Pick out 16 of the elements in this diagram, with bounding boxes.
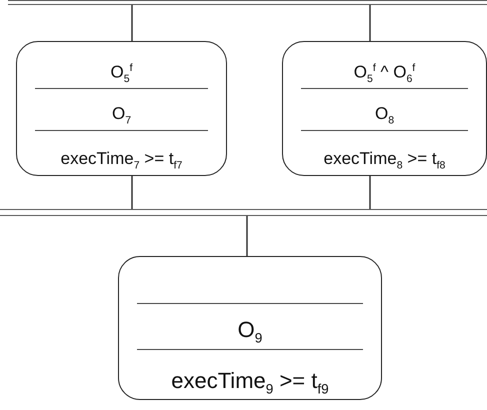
- connector-line: [369, 176, 371, 209]
- state-box: [282, 41, 487, 176]
- state-text: execTime$_{9}$ >= t$_{f9}$: [171, 368, 329, 396]
- state-text: O$_{9}$: [238, 318, 262, 346]
- connector-line: [131, 176, 133, 209]
- state-text: execTime$_{8}$ >= t$_{f8}$: [324, 150, 446, 172]
- synchronization-bar: [8, 0, 487, 5]
- synchronization-bar: [0, 209, 487, 216]
- state-text: O$_{7}$: [112, 104, 132, 127]
- state-text: execTime$_{7}$ >= t$_{f7}$: [60, 150, 182, 172]
- connector-line: [131, 5, 133, 41]
- connector-line: [246, 216, 248, 256]
- state-box: [16, 41, 227, 176]
- state-text: O$_{8}$: [374, 104, 394, 127]
- state-box: [118, 256, 382, 400]
- connector-line: [369, 5, 371, 41]
